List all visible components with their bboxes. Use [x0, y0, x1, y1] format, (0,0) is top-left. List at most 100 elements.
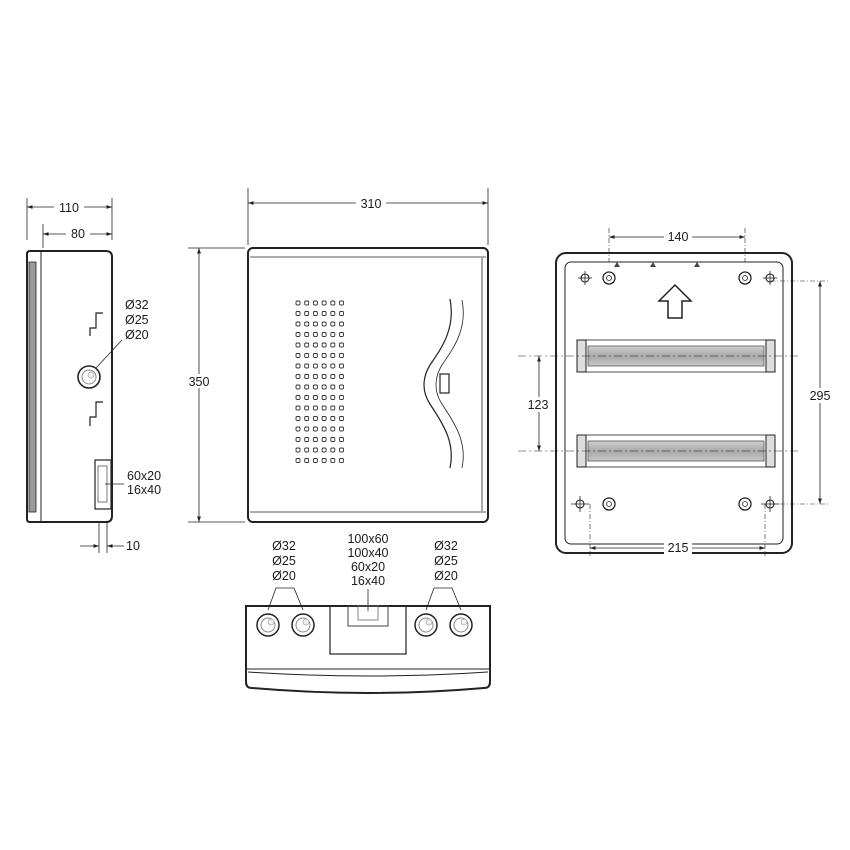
- vent-slot: [304, 374, 310, 379]
- vent-slot: [339, 342, 344, 348]
- vent-slot: [330, 447, 336, 453]
- vent-slot: [312, 353, 318, 358]
- vent-slot: [339, 374, 344, 379]
- vent-slot: [339, 458, 344, 463]
- vent-slot: [312, 384, 318, 390]
- vent-slot: [321, 447, 327, 453]
- back-dim-215: 215: [589, 504, 766, 556]
- back-dim-140: 140: [608, 228, 746, 262]
- vent-slot: [312, 374, 318, 379]
- side-hinge-bottom: [89, 401, 103, 426]
- vent-slot: [312, 311, 318, 316]
- vent-slot: [321, 405, 327, 411]
- side-dim-110: 110: [26, 198, 113, 240]
- vent-slot: [339, 311, 344, 316]
- vent-slot: [321, 416, 327, 421]
- bottom-center-slot-3: 16x40: [351, 574, 385, 588]
- vent-slot: [304, 321, 310, 327]
- vent-slot: [304, 437, 310, 442]
- dim-bottom-holes: 215: [668, 541, 689, 555]
- vent-slot: [339, 437, 344, 442]
- bottom-body-outline: [245, 605, 491, 694]
- side-dim-80: 80: [42, 224, 112, 248]
- vent-slot: [295, 311, 301, 316]
- bottom-knockout-2: [291, 613, 315, 637]
- bottom-slot-group: [329, 605, 407, 655]
- back-dim-295: 295: [770, 280, 834, 505]
- front-ventilation-grid: [295, 300, 344, 463]
- vent-slot: [295, 426, 301, 432]
- vent-slot: [304, 447, 310, 453]
- dim-offset: 10: [126, 539, 140, 553]
- vent-slot: [330, 300, 336, 306]
- vent-slot: [321, 311, 327, 316]
- bottom-center-slot-2: 60x20: [351, 560, 385, 574]
- vent-slot: [312, 300, 318, 306]
- vent-slot: [339, 300, 344, 306]
- front-body-outline: [247, 247, 489, 523]
- vent-slot: [295, 363, 301, 369]
- vent-slot: [321, 342, 327, 348]
- mounting-hole-bottom-left-2: [602, 497, 616, 511]
- vent-slot: [295, 353, 301, 358]
- dim-depth-total: 110: [59, 201, 79, 215]
- vent-slot: [321, 395, 327, 400]
- bottom-left-knockout-2: Ø20: [272, 569, 296, 583]
- vent-slot: [330, 426, 336, 432]
- vent-slot: [330, 353, 336, 358]
- vent-slot: [304, 395, 310, 400]
- side-dim-10: 10: [80, 522, 140, 553]
- vent-slot: [304, 458, 310, 463]
- vent-slot: [330, 395, 336, 400]
- vent-slot: [339, 384, 344, 390]
- vent-slot: [321, 426, 327, 432]
- vent-slot: [339, 332, 344, 337]
- vent-slot: [330, 405, 336, 411]
- front-dim-310: 310: [247, 188, 489, 245]
- vent-slot: [312, 426, 318, 432]
- front-door-wave: [423, 298, 452, 469]
- dim-width: 310: [361, 197, 382, 211]
- vent-slot: [330, 342, 336, 348]
- vent-slot: [321, 332, 327, 337]
- vent-slot: [330, 458, 336, 463]
- bottom-center-slot-0: 100x60: [347, 532, 388, 546]
- bottom-right-knockout-1: Ø25: [434, 554, 458, 568]
- vent-slot: [321, 458, 327, 463]
- bottom-knockout-1: [256, 613, 280, 637]
- front-view: 310 350: [186, 188, 489, 523]
- dim-rail-spacing: 123: [528, 398, 549, 412]
- vent-slot: [295, 405, 301, 411]
- vent-slot: [304, 311, 310, 316]
- side-slot: [94, 459, 112, 510]
- vent-slot: [304, 300, 310, 306]
- vent-slot: [321, 300, 327, 306]
- vent-slot: [304, 353, 310, 358]
- vent-slot: [321, 353, 327, 358]
- bottom-view: Ø32 Ø25 Ø20 100x60 100x40 60x20 16x40 Ø3…: [245, 532, 491, 694]
- side-knockout: [77, 365, 101, 389]
- bottom-right-knockout-0: Ø32: [434, 539, 458, 553]
- vent-slot: [312, 363, 318, 369]
- vent-slot: [312, 342, 318, 348]
- vent-slot: [339, 405, 344, 411]
- vent-slot: [321, 363, 327, 369]
- bottom-right-knockout-2: Ø20: [434, 569, 458, 583]
- vent-slot: [304, 342, 310, 348]
- vent-slot: [339, 363, 344, 369]
- up-arrow-icon: [657, 283, 693, 319]
- side-knockout-size-0: Ø32: [125, 298, 149, 312]
- vent-slot: [295, 384, 301, 390]
- vent-slot: [312, 437, 318, 442]
- bottom-knockout-3: [414, 613, 438, 637]
- back-body-outline: [555, 252, 793, 554]
- mounting-hole-top-left-2: [602, 271, 616, 285]
- back-dim-123: 123: [524, 356, 552, 451]
- vent-slot: [321, 321, 327, 327]
- vent-slot: [295, 342, 301, 348]
- vent-slot: [295, 374, 301, 379]
- bottom-left-knockout-0: Ø32: [272, 539, 296, 553]
- vent-slot: [295, 395, 301, 400]
- bottom-knockout-4: [449, 613, 473, 637]
